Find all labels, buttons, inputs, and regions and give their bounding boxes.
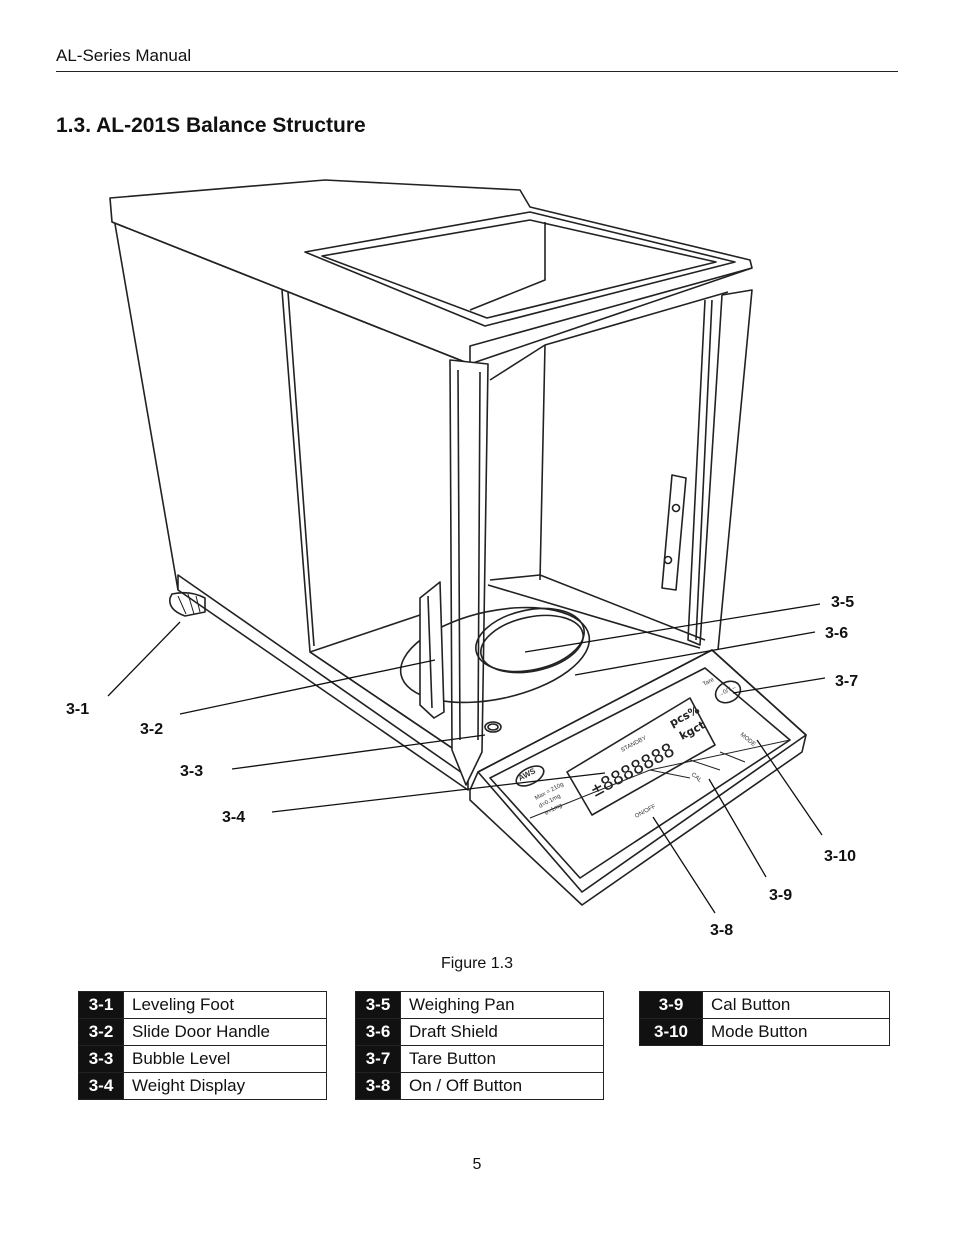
legend-code: 3-10 bbox=[639, 1018, 703, 1046]
legend-code: 3-4 bbox=[78, 1072, 124, 1100]
callout-3-5: 3-5 bbox=[831, 594, 854, 611]
legend-code: 3-2 bbox=[78, 1018, 124, 1046]
slide-door-handle bbox=[419, 581, 445, 719]
legend-label: Slide Door Handle bbox=[123, 1018, 327, 1046]
balance-figure: STANDBY ±8888888 pcs% kgct AWS Max = 210… bbox=[0, 170, 954, 950]
leveling-foot bbox=[168, 591, 206, 617]
header-rule bbox=[56, 71, 898, 72]
legend-row: 3-10 Mode Button bbox=[639, 1018, 890, 1046]
legend-label: Weight Display bbox=[123, 1072, 327, 1100]
legend-code: 3-7 bbox=[355, 1045, 401, 1073]
panel-tare: Tare bbox=[702, 677, 716, 688]
page-number: 5 bbox=[472, 1156, 482, 1173]
weighing-pan bbox=[475, 607, 585, 673]
weight-display-window bbox=[566, 697, 716, 816]
legend-row: 3-6 Draft Shield bbox=[355, 1018, 604, 1046]
legend-table-3: 3-9 Cal Button 3-10 Mode Button bbox=[639, 991, 890, 1046]
legend-row: 3-4 Weight Display bbox=[78, 1072, 327, 1100]
legend-code: 3-9 bbox=[639, 991, 703, 1019]
legend-row: 3-2 Slide Door Handle bbox=[78, 1018, 327, 1046]
front-frame bbox=[449, 359, 489, 786]
legend-label: Weighing Pan bbox=[400, 991, 604, 1019]
legend-code: 3-6 bbox=[355, 1018, 401, 1046]
legend-code: 3-5 bbox=[355, 991, 401, 1019]
callout-3-2: 3-2 bbox=[140, 721, 163, 738]
right-glass-door bbox=[687, 294, 723, 646]
legend-row: 3-1 Leveling Foot bbox=[78, 991, 327, 1019]
legend-label: Cal Button bbox=[702, 991, 890, 1019]
legend-label: Leveling Foot bbox=[123, 991, 327, 1019]
callout-3-7: 3-7 bbox=[835, 673, 858, 690]
callout-3-6: 3-6 bbox=[825, 625, 848, 642]
leader-lines bbox=[107, 603, 826, 914]
legend-row: 3-8 On / Off Button bbox=[355, 1072, 604, 1100]
callout-3-9: 3-9 bbox=[769, 887, 792, 904]
callout-3-4: 3-4 bbox=[222, 809, 245, 826]
legend-row: 3-3 Bubble Level bbox=[78, 1045, 327, 1073]
running-header: AL-Series Manual bbox=[56, 46, 192, 65]
legend-label: Bubble Level bbox=[123, 1045, 327, 1073]
legend-code: 3-3 bbox=[78, 1045, 124, 1073]
legend-label: On / Off Button bbox=[400, 1072, 604, 1100]
balance-illustration: STANDBY ±8888888 pcs% kgct AWS Max = 210… bbox=[66, 179, 858, 939]
legend-label: Mode Button bbox=[702, 1018, 890, 1046]
legend-row: 3-5 Weighing Pan bbox=[355, 991, 604, 1019]
callout-3-3: 3-3 bbox=[180, 763, 203, 780]
right-door-handle bbox=[661, 474, 687, 591]
top-cover bbox=[109, 179, 753, 365]
legend-label: Tare Button bbox=[400, 1045, 604, 1073]
figure-caption: Figure 1.3 bbox=[440, 955, 514, 972]
tare-button-shape bbox=[714, 680, 742, 704]
legend-row: 3-7 Tare Button bbox=[355, 1045, 604, 1073]
legend-row: 3-9 Cal Button bbox=[639, 991, 890, 1019]
top-window bbox=[304, 211, 736, 327]
legend-code: 3-8 bbox=[355, 1072, 401, 1100]
callout-3-8: 3-8 bbox=[710, 922, 733, 939]
section-title: 1.3. AL-201S Balance Structure bbox=[56, 114, 366, 137]
legend-label: Draft Shield bbox=[400, 1018, 604, 1046]
callout-3-10: 3-10 bbox=[824, 848, 856, 865]
bubble-level bbox=[484, 721, 502, 733]
legend-table-1: 3-1 Leveling Foot 3-2 Slide Door Handle … bbox=[78, 991, 327, 1100]
draft-shield-ring bbox=[399, 606, 591, 704]
legend-table-2: 3-5 Weighing Pan 3-6 Draft Shield 3-7 Ta… bbox=[355, 991, 604, 1100]
legend-code: 3-1 bbox=[78, 991, 124, 1019]
callout-3-1: 3-1 bbox=[66, 701, 89, 718]
